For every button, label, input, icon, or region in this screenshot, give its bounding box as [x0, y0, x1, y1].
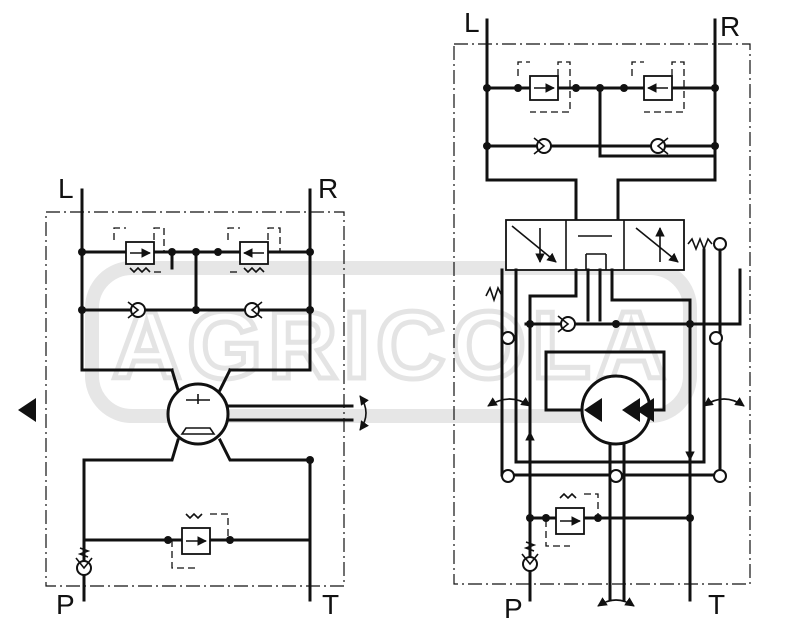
right-check-valve-mid — [557, 315, 576, 333]
left-port-P: P — [56, 589, 75, 620]
right-port-L: L — [464, 7, 480, 38]
right-steering-motor — [18, 374, 654, 446]
right-inlet-check-valve — [521, 516, 539, 602]
watermark: AGRICOLA — [85, 261, 697, 423]
left-port-L: L — [58, 173, 74, 204]
right-relief-valve-2 — [631, 61, 685, 113]
right-port-P: P — [504, 593, 523, 624]
right-port-R: R — [720, 11, 740, 42]
right-relief-valve-1 — [517, 61, 571, 113]
left-steering-unit — [166, 382, 369, 446]
right-housing-boundary — [453, 43, 751, 585]
right-port-T: T — [708, 589, 725, 620]
left-main-relief-valve — [171, 512, 229, 569]
right-diagram: L R P T — [18, 7, 751, 624]
left-port-R: R — [318, 173, 338, 204]
right-main-relief-valve — [545, 492, 599, 547]
right-directional-valve — [505, 219, 727, 271]
left-junctions — [78, 248, 314, 544]
left-check-valve-2 — [244, 301, 263, 319]
right-junctions — [483, 84, 719, 522]
watermark-text: AGRICOLA — [112, 292, 672, 399]
left-inlet-check-valve — [75, 547, 93, 576]
right-check-valve-1 — [533, 137, 552, 155]
left-check-valve-1 — [127, 301, 146, 319]
left-diagram: L R P T — [45, 173, 369, 620]
left-relief-valve-2 — [227, 227, 281, 274]
right-check-valve-2 — [650, 137, 669, 155]
left-relief-valve-1 — [113, 227, 165, 274]
left-housing-boundary — [45, 211, 345, 587]
left-port-T: T — [322, 589, 339, 620]
